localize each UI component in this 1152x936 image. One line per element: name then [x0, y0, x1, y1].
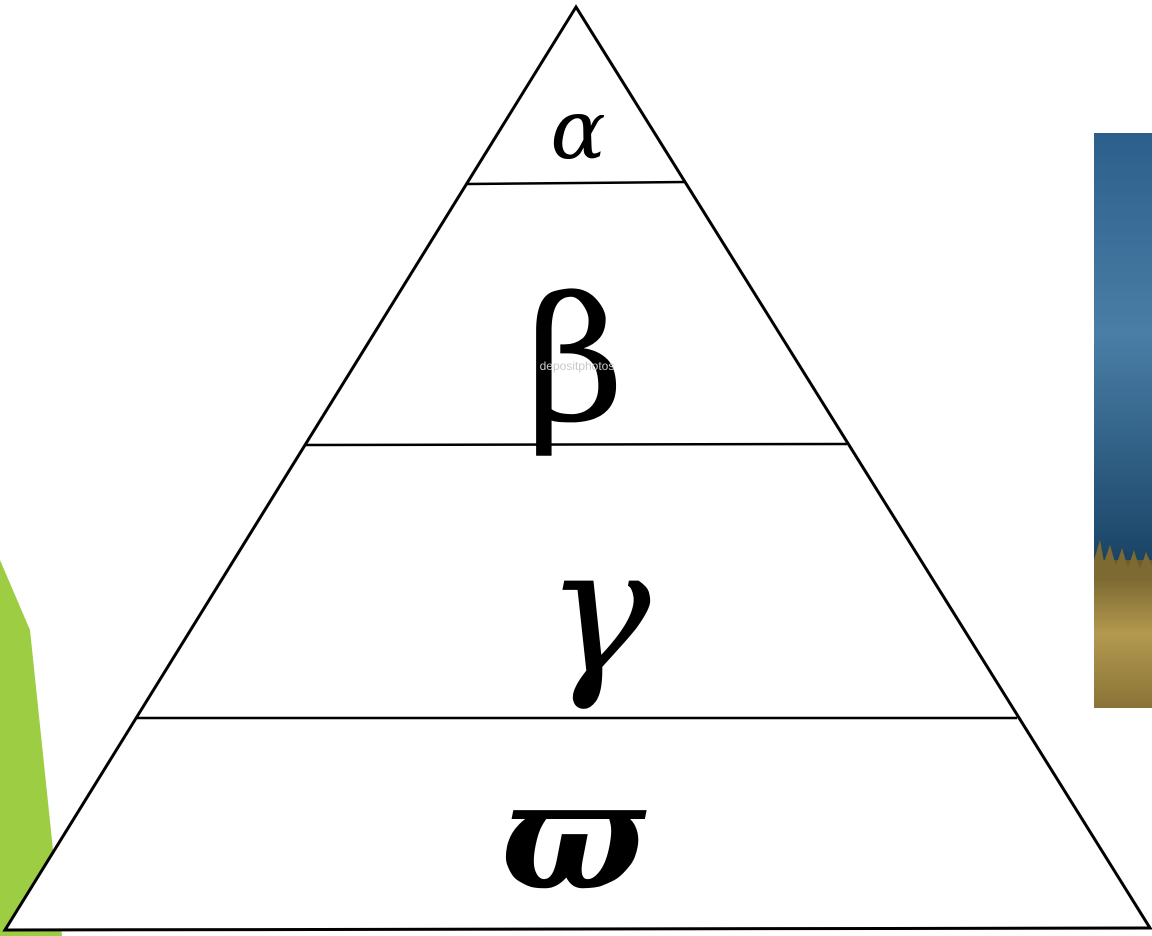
pyramid-level-1-symbol: α	[550, 83, 605, 178]
landscape-photo	[1094, 133, 1152, 708]
pyramid-level-4-symbol: ϖ	[501, 748, 648, 924]
watermark-text: depositphotos	[540, 359, 615, 373]
pyramid-level-3-symbol: γ	[545, 509, 651, 714]
